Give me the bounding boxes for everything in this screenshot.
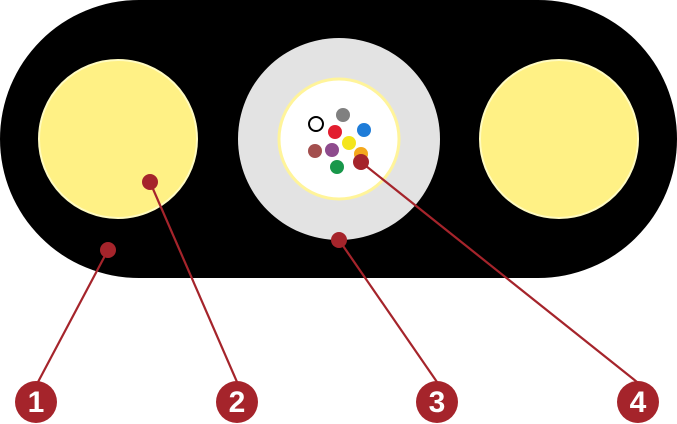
callout-number-2: 2 [229,386,246,419]
fiber-green [330,160,344,174]
fiber-red [328,125,342,139]
leader-line-1 [37,249,109,383]
leader-line-4 [360,161,638,383]
callout-number-3: 3 [429,386,446,419]
right-strength-member [479,59,639,219]
callout-number-4: 4 [630,386,647,419]
fiber-grey [336,108,350,122]
anchor-dot-jacket [100,242,116,258]
callout-badge-2: 2 [216,381,258,423]
callout-badge-4: 4 [617,381,659,423]
callout-badge-circle [216,381,258,423]
callout-badge-circle [15,381,57,423]
callout-badge-3: 3 [416,381,458,423]
callout-badge-circle [416,381,458,423]
callout-number-1: 1 [28,386,45,419]
fiber-yellow [342,136,356,150]
callout-badge-1: 1 [15,381,57,423]
left-strength-member [38,59,198,219]
anchor-dot-strength-member [142,174,158,190]
fiber-brown [308,144,322,158]
callout-anchor-dots [100,154,369,258]
fiber-violet [325,143,339,157]
callout-badge-circle [617,381,659,423]
leader-line-3 [338,239,438,383]
anchor-dot-loose-tube [331,232,347,248]
fiber-blue [357,123,371,137]
callout-leader-lines [37,161,638,383]
fiber-white [308,116,324,132]
anchor-dot-fiber [353,154,369,170]
gel-filled-core [277,77,401,201]
leader-line-2 [148,181,239,383]
